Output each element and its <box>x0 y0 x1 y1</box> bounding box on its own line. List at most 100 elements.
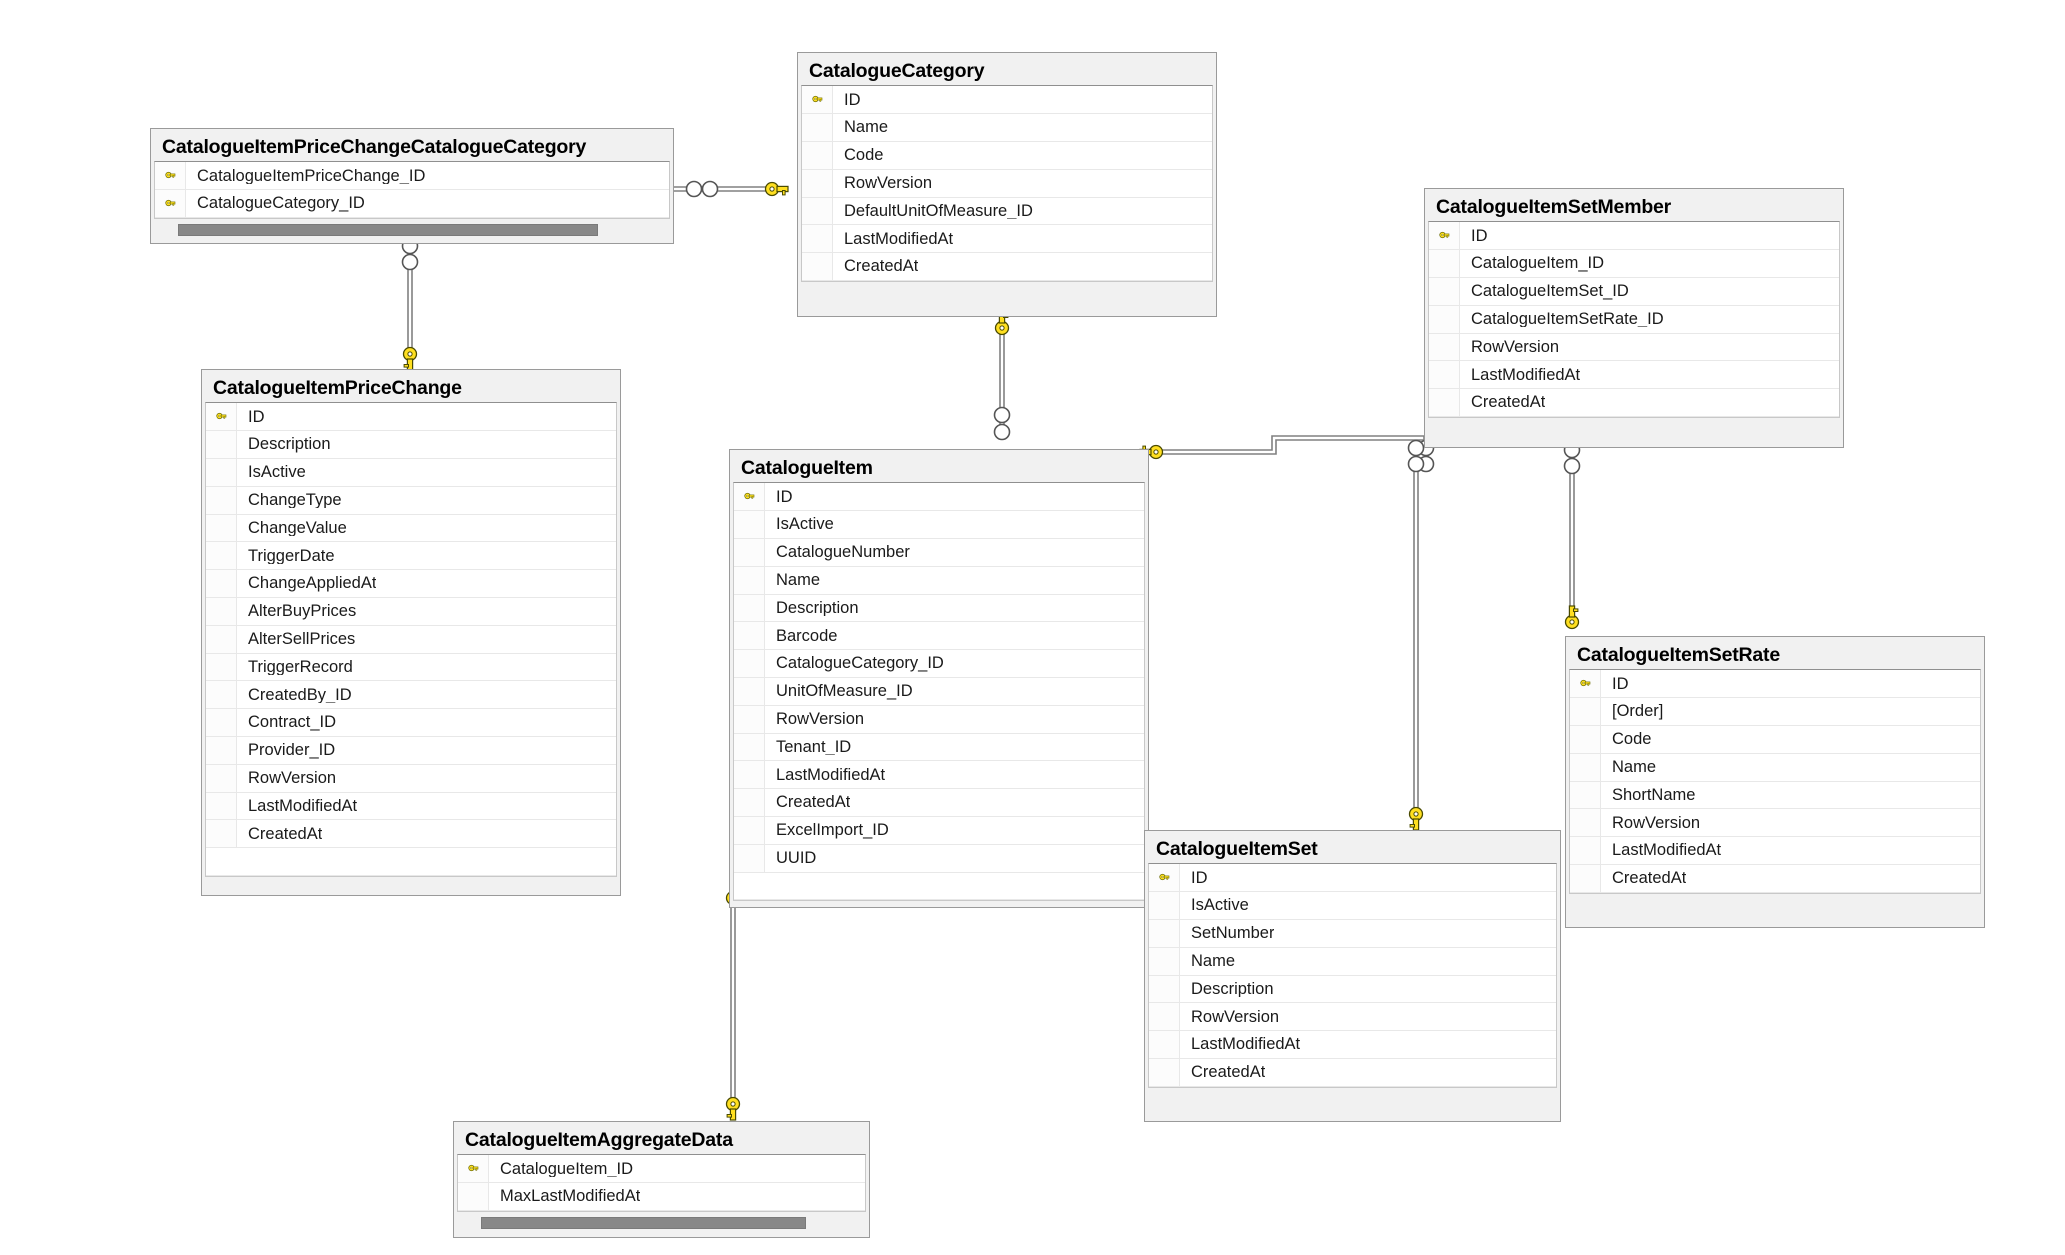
table-row[interactable]: ID <box>802 86 1212 115</box>
entity-field-grid[interactable]: ID IsActive CatalogueNumber Name Descrip… <box>733 482 1145 902</box>
field-key-cell <box>734 566 765 594</box>
table-row[interactable]: DefaultUnitOfMeasure_ID <box>802 197 1212 226</box>
entity-catalogueItemSetRate[interactable]: CatalogueItemSetRate ID [Order] Code Nam… <box>1565 636 1985 928</box>
table-row[interactable]: Description <box>1149 975 1556 1004</box>
table-row[interactable]: Barcode <box>734 622 1144 651</box>
entity-field-grid[interactable]: ID CatalogueItem_ID CatalogueItemSet_ID … <box>1428 221 1840 418</box>
table-row[interactable]: Contract_ID <box>206 709 616 737</box>
table-row[interactable]: ChangeAppliedAt <box>206 570 616 598</box>
table-row[interactable]: ChangeType <box>206 486 616 515</box>
table-row[interactable]: Description <box>206 431 616 460</box>
table-row[interactable]: CatalogueCategory_ID <box>155 190 669 219</box>
table-row[interactable]: CatalogueItem_ID <box>458 1155 865 1184</box>
entity-field-grid[interactable]: ID Name Code RowVersion DefaultUnitOfMea… <box>801 85 1213 282</box>
table-row[interactable]: CreatedAt <box>1149 1059 1556 1087</box>
table-row[interactable]: RowVersion <box>1570 809 1980 838</box>
relationship-line-pricechangecat-pricechange[interactable] <box>401 237 419 371</box>
table-row[interactable]: LastModifiedAt <box>1149 1031 1556 1059</box>
table-row[interactable]: ChangeValue <box>206 514 616 543</box>
scrollbar-thumb[interactable] <box>481 1217 806 1230</box>
table-row[interactable]: ExcelImport_ID <box>734 816 1144 845</box>
entity-catalogueItemPriceChange[interactable]: CatalogueItemPriceChange ID Description … <box>201 369 621 896</box>
table-row[interactable]: SetNumber <box>1149 920 1556 948</box>
table-row[interactable]: ID <box>206 403 616 432</box>
entity-field-grid[interactable]: ID IsActive SetNumber Name Description R… <box>1148 863 1557 1088</box>
table-row[interactable]: MaxLastModifiedAt <box>458 1183 865 1212</box>
entity-field-grid[interactable]: ID [Order] Code Name ShortName RowVersio… <box>1569 669 1981 894</box>
table-row[interactable]: Description <box>734 594 1144 623</box>
table-row[interactable]: CreatedAt <box>802 253 1212 281</box>
entity-catalogueItemSet[interactable]: CatalogueItemSet ID IsActive SetNumber N… <box>1144 830 1561 1122</box>
table-row[interactable]: ShortName <box>1570 781 1980 810</box>
table-row[interactable]: Name <box>1570 753 1980 782</box>
table-row[interactable]: ID <box>734 483 1144 512</box>
entity-cataloguItemPriceChangeCatalogueCategory[interactable]: CatalogueItemPriceChangeCatalogueCategor… <box>150 128 674 244</box>
field-key-cell <box>206 764 237 792</box>
field-key-cell <box>206 486 237 514</box>
table-row[interactable]: RowVersion <box>1149 1003 1556 1032</box>
table-row[interactable]: Name <box>802 114 1212 143</box>
table-row[interactable]: UUID <box>734 844 1144 873</box>
table-row[interactable]: IsActive <box>206 459 616 487</box>
table-row[interactable]: RowVersion <box>802 169 1212 198</box>
relationship-line-category-item[interactable] <box>993 311 1011 441</box>
table-row[interactable]: Name <box>734 566 1144 595</box>
entity-catalogueItem[interactable]: CatalogueItem ID IsActive CatalogueNumbe… <box>729 449 1149 908</box>
table-row[interactable]: ID <box>1429 222 1839 251</box>
entity-catalogueItemAggregateData[interactable]: CatalogueItemAggregateData CatalogueItem… <box>453 1121 870 1238</box>
table-row[interactable]: LastModifiedAt <box>802 225 1212 254</box>
field-key-cell <box>458 1183 489 1211</box>
table-row[interactable]: Name <box>1149 947 1556 976</box>
horizontal-scrollbar[interactable] <box>457 1215 866 1233</box>
table-row[interactable]: LastModifiedAt <box>206 792 616 821</box>
table-row[interactable]: IsActive <box>1149 892 1556 921</box>
field-key-cell <box>734 789 765 816</box>
entity-catalogueCategory[interactable]: CatalogueCategory ID Name <box>797 52 1217 317</box>
table-row[interactable]: CatalogueItem_ID <box>1429 250 1839 279</box>
table-row[interactable]: [Order] <box>1570 698 1980 727</box>
entity-field-grid[interactable]: CatalogueItem_ID MaxLastModifiedAt <box>457 1154 866 1213</box>
table-row[interactable]: ID <box>1570 670 1980 699</box>
scrollbar-thumb[interactable] <box>178 224 598 237</box>
table-row[interactable]: Code <box>802 142 1212 170</box>
table-row[interactable]: CatalogueItemSetRate_ID <box>1429 305 1839 334</box>
table-row[interactable]: CatalogueCategory_ID <box>734 650 1144 678</box>
table-row[interactable]: Code <box>1570 726 1980 754</box>
table-row[interactable]: CatalogueItemSet_ID <box>1429 278 1839 306</box>
relationship-line-set-setmember[interactable] <box>1407 439 1425 831</box>
field-key-cell <box>1570 809 1601 837</box>
table-row[interactable]: AlterSellPrices <box>206 625 616 654</box>
relationship-line-item-setmember[interactable] <box>1139 435 1435 473</box>
table-row[interactable]: Tenant_ID <box>734 733 1144 762</box>
table-row[interactable]: CreatedBy_ID <box>206 681 616 710</box>
table-row[interactable]: RowVersion <box>734 705 1144 734</box>
relationship-line-setrate-setmember[interactable] <box>1563 441 1581 630</box>
table-row[interactable]: IsActive <box>734 511 1144 540</box>
field-name: CatalogueItem_ID <box>1471 255 1604 272</box>
field-name: Name <box>1191 952 1236 970</box>
table-row[interactable]: TriggerDate <box>206 542 616 571</box>
field-name: CreatedBy_ID <box>248 686 352 704</box>
table-row[interactable]: RowVersion <box>1429 333 1839 362</box>
table-row[interactable]: CreatedAt <box>206 820 616 849</box>
table-row[interactable]: LastModifiedAt <box>1570 837 1980 865</box>
table-row[interactable]: CatalogueItemPriceChange_ID <box>155 162 669 191</box>
table-row[interactable]: UnitOfMeasure_ID <box>734 678 1144 706</box>
table-row[interactable]: CatalogueNumber <box>734 539 1144 567</box>
horizontal-scrollbar[interactable] <box>154 222 670 240</box>
table-row[interactable]: LastModifiedAt <box>734 761 1144 790</box>
entity-field-grid[interactable]: CatalogueItemPriceChange_ID CatalogueCat… <box>154 161 670 220</box>
relationship-line-item-aggregatedata[interactable] <box>725 881 741 1121</box>
table-row[interactable]: CreatedAt <box>1429 389 1839 417</box>
table-row[interactable]: Provider_ID <box>206 736 616 765</box>
table-row[interactable]: CreatedAt <box>1570 865 1980 893</box>
table-row[interactable]: CreatedAt <box>734 789 1144 817</box>
entity-field-grid[interactable]: ID Description IsActive ChangeType Chang… <box>205 402 617 877</box>
table-row[interactable]: ID <box>1149 864 1556 893</box>
table-row[interactable]: TriggerRecord <box>206 653 616 682</box>
table-row[interactable]: LastModifiedAt <box>1429 361 1839 390</box>
entity-catalogueItemSetMember[interactable]: CatalogueItemSetMember ID CatalogueItem_… <box>1424 188 1844 448</box>
table-row[interactable]: AlterBuyPrices <box>206 598 616 626</box>
table-row[interactable]: RowVersion <box>206 764 616 793</box>
